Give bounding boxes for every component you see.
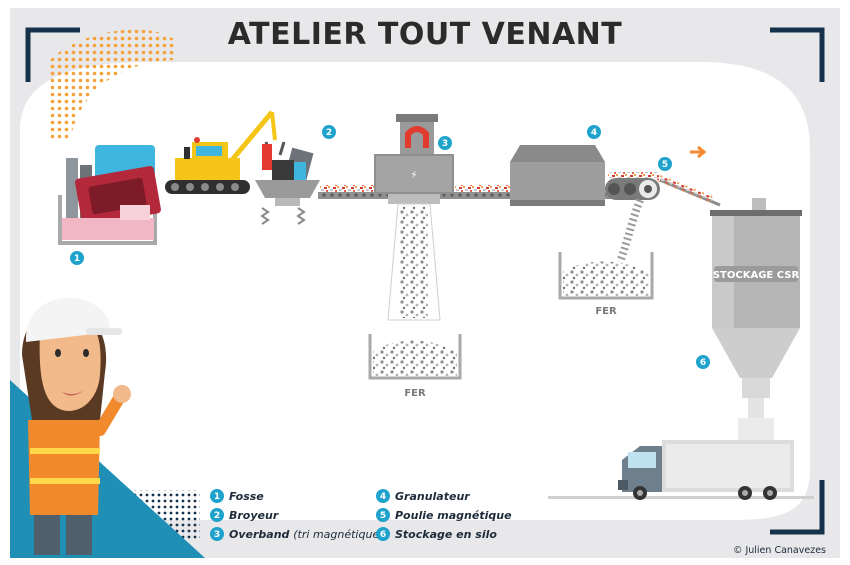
legend: 1 Fosse 2 Broyeur 3 Overband (tri magnét… [210,489,512,541]
step-badge-3: 3 [438,136,452,150]
step-badge-6: 6 [696,355,710,369]
overband-magnet: ⚡ [374,114,454,321]
svg-text:2: 2 [326,128,332,138]
magnetic-pulley [605,145,721,264]
credit-text: © Julien Canavezes [733,545,826,556]
step-badge-5: 5 [658,157,672,171]
svg-text:3: 3 [214,530,220,540]
worker-character [22,297,131,555]
svg-text:1: 1 [214,492,220,502]
bin-fer-left: FER [368,334,462,399]
page-title: ATELIER TOUT VENANT [228,17,623,52]
silo: STOCKAGE CSR [710,198,802,440]
legend-item-2: 2 Broyeur [210,508,279,522]
step-badge-4: 4 [587,125,601,139]
pit-fosse [58,145,161,245]
svg-text:2: 2 [214,511,220,521]
legend-item-3: 3 Overband (tri magnétique) [210,527,384,541]
svg-text:1: 1 [74,254,80,264]
legend-item-5: 5 Poulie magnétique [376,508,512,522]
step-badge-2: 2 [322,125,336,139]
lightning-icon: ⚡ [410,170,417,181]
bin-fer-right: FER [558,252,654,317]
conveyor-belt [318,185,613,199]
step-badge-1: 1 [70,251,84,265]
decor-dots-orange [50,29,175,140]
svg-text:5: 5 [380,511,386,521]
svg-text:6: 6 [380,530,386,540]
frame-corner-top-right [770,27,825,82]
frame-corner-bottom-right [770,480,825,535]
svg-text:6: 6 [700,358,706,368]
svg-text:5: 5 [662,160,668,170]
svg-text:4: 4 [380,492,386,502]
legend-note-3: (tri magnétique) [293,528,383,541]
svg-text:3: 3 [442,139,448,149]
silo-label: STOCKAGE CSR [713,270,800,281]
legend-label-1: Fosse [229,490,264,503]
svg-text:4: 4 [591,128,597,138]
shredder-broyeur [255,147,320,225]
legend-label-4: Granulateur [395,490,470,503]
legend-item-1: 1 Fosse [210,489,264,503]
fer-label-left: FER [404,388,426,399]
truck [548,440,814,500]
legend-item-4: 4 Granulateur [376,489,470,503]
output-arrow-icon [697,145,707,159]
legend-label-6: Stockage en silo [395,528,497,541]
legend-item-6: 6 Stockage en silo [376,527,497,541]
fer-label-right: FER [595,306,617,317]
legend-label-5: Poulie magnétique [395,509,512,522]
legend-label-3: Overband (tri magnétique) [229,528,384,541]
granulator [510,145,605,206]
crane [165,110,286,194]
frame-corner-top-left [25,27,80,82]
legend-label-2: Broyeur [229,509,279,522]
